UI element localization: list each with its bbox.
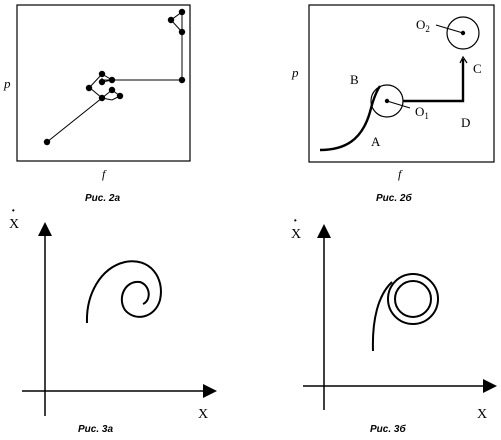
figure-3b: X · X Рис. 3б (291, 214, 497, 435)
fig2a-xlabel: f (102, 167, 107, 181)
fig2a-point (178, 76, 186, 84)
figure-2b: p f Рис. 2б A B C D O1 O2 (291, 4, 495, 204)
fig2a-frame (16, 4, 191, 162)
fig2b-xlabel: f (398, 167, 403, 181)
fig3b-approach-curve (371, 281, 393, 352)
fig2a-points (43, 8, 186, 146)
fig2b-leader-o1 (386, 100, 411, 109)
fig3a-ydot: · (11, 204, 16, 219)
fig2a-path-lower (46, 89, 121, 143)
fig2b-frame (308, 4, 495, 163)
fig2a-point (98, 94, 106, 102)
fig2b-label-o1: O1 (415, 104, 429, 121)
fig3a-caption: Рис. 3а (78, 424, 113, 435)
fig2a-path-upper (102, 11, 183, 81)
fig3a-spiral (85, 260, 162, 324)
fig3a-y-arrowhead (38, 222, 52, 236)
fig3a-ylabel: X (9, 217, 19, 232)
fig3b-limit-cycle (371, 273, 439, 352)
fig2a-point (43, 138, 51, 146)
fig3b-y-arrowhead (317, 224, 331, 238)
fig3b-xlabel: X (477, 407, 487, 422)
fig2b-label-d: D (461, 115, 470, 130)
fig2b-path-d (403, 59, 465, 103)
fig2a-caption: Рис. 2а (85, 193, 120, 204)
fig2b-label-b: B (350, 72, 359, 87)
fig2b-center-o2 (460, 30, 466, 36)
fig2b-arrowhead (459, 55, 468, 64)
fig3b-outer-orbit (387, 273, 439, 325)
fig2b-label-a: A (371, 134, 381, 149)
fig2b-curve-a (319, 85, 382, 152)
figure-3a: X · X Рис. 3а (9, 204, 217, 435)
fig2b-ylabel: p (291, 65, 299, 80)
fig2b-label-o2: O2 (416, 17, 430, 34)
fig2a-point (108, 86, 116, 94)
fig2a-point (98, 78, 106, 86)
fig2b-circle-o2 (446, 16, 480, 50)
fig3b-caption: Рис. 3б (370, 423, 406, 435)
fig3b-ylabel: X (291, 227, 301, 242)
fig2b-center-o1 (384, 98, 390, 104)
fig2a-trajectory (46, 11, 183, 143)
fig3b-inner-orbit (394, 280, 432, 318)
fig2b-trajectory (319, 16, 480, 152)
fig2b-leader-o2 (435, 24, 464, 34)
fig2b-label-c: C (473, 61, 482, 76)
fig3a-x-arrowhead (203, 384, 217, 398)
fig2b-caption: Рис. 2б (376, 192, 412, 204)
fig2a-point (108, 76, 116, 84)
fig2a-ylabel: p (3, 76, 11, 91)
fig2a-point (85, 84, 93, 92)
fig2a-point (178, 8, 186, 16)
fig2a-point (167, 16, 175, 24)
fig3b-ydot: · (293, 214, 298, 229)
fig2a-point (98, 70, 106, 78)
fig3a-xlabel: X (198, 407, 208, 422)
fig2a-point (178, 28, 186, 36)
fig3b-x-arrowhead (483, 379, 497, 393)
figure-2a: p f Рис. 2а (3, 4, 191, 204)
fig2a-point (116, 92, 124, 100)
